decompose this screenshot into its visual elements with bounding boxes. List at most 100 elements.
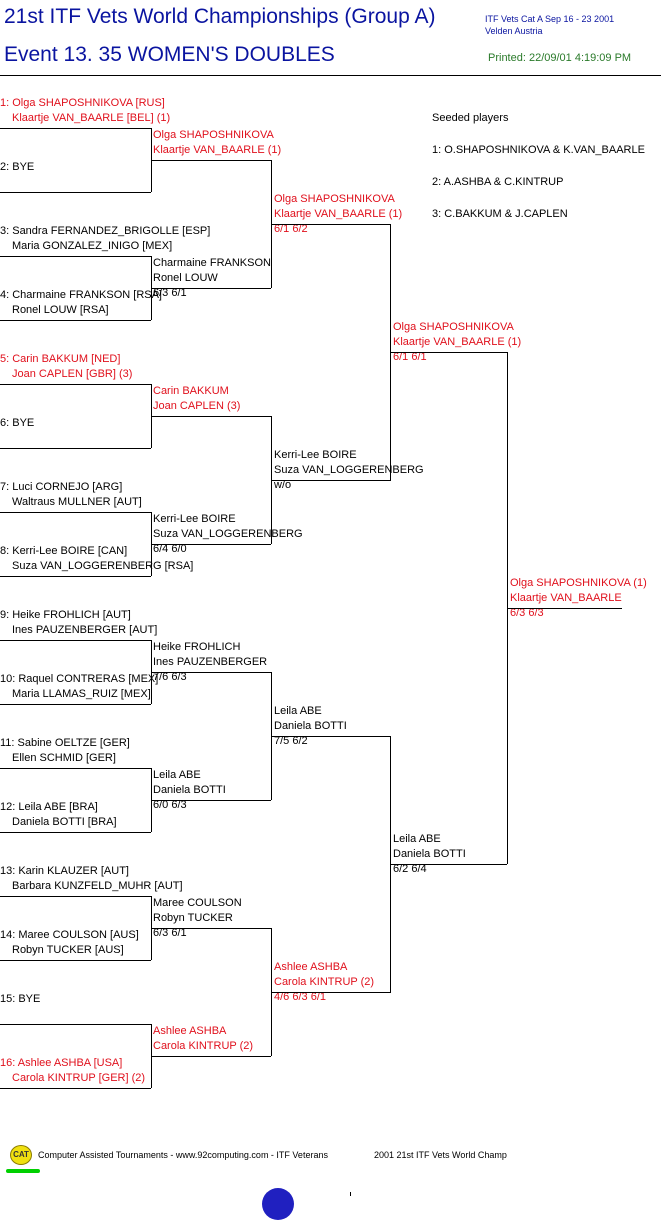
round1-entry-3-player2: Maria GONZALEZ_INIGO [MEX]: [12, 240, 173, 252]
round1-line-6: [0, 448, 151, 449]
round1-entry-15-player1: 15: BYE: [0, 993, 41, 1005]
printed-timestamp: Printed: 22/09/01 4:19:09 PM: [488, 52, 632, 64]
round1-entry-5-player2: Joan CAPLEN [GBR] (3): [12, 368, 133, 380]
round1-entry-13-player1: 13: Karin KLAUZER [AUT]: [0, 865, 129, 877]
round2-entry-5-player2: Ines PAUZENBERGER: [153, 656, 268, 668]
event-title: Event 13. 35 WOMEN'S DOUBLES: [4, 43, 335, 66]
round2-line-7: [151, 928, 271, 929]
round1-entry-16-player2: Carola KINTRUP [GER] (2): [12, 1072, 146, 1084]
round2-entry-2-player1: Charmaine FRANKSON: [153, 257, 271, 269]
round1-entry-1-player2: Klaartje VAN_BAARLE [BEL] (1): [12, 112, 171, 124]
round3-entry-3-score: 7/5 6/2: [274, 735, 308, 747]
round1-entry-14-player2: Robyn TUCKER [AUS]: [12, 944, 124, 956]
round2-entry-6-player2: Daniela BOTTI: [153, 784, 226, 796]
round2-entry-3-player1: Carin BAKKUM: [153, 385, 229, 397]
round2-line-6: [151, 800, 271, 801]
round2-entry-1-player2: Klaartje VAN_BAARLE (1): [153, 144, 282, 156]
round2-line-5: [151, 672, 271, 673]
round2-entry-7-player2: Robyn TUCKER: [153, 912, 233, 924]
round1-entry-16-player1: 16: Ashlee ASHBA [USA]: [0, 1057, 123, 1069]
round1-entry-1-player1: 1: Olga SHAPOSHNIKOVA [RUS]: [0, 97, 165, 109]
round3-line-1: [271, 224, 391, 225]
round2-entry-8-player1: Ashlee ASHBA: [153, 1025, 227, 1037]
round1-entry-8-player2: Suza VAN_LOGGERENBERG [RSA]: [12, 560, 194, 572]
round1-entry-4-player1: 4: Charmaine FRANKSON [RSA]: [0, 289, 162, 301]
header-divider: [0, 75, 661, 76]
round2-entry-4-player2: Suza VAN_LOGGERENBERG: [153, 528, 303, 540]
round2-entry-2-score: 6/3 6/1: [153, 287, 187, 299]
round1-line-13: [0, 896, 151, 897]
event-meta-line2: Velden Austria: [485, 26, 543, 36]
round1-entry-14-player1: 14: Maree COULSON [AUS]: [0, 929, 139, 941]
round3-entry-2-score: w/o: [274, 479, 292, 491]
seeds-title: Seeded players: [432, 112, 509, 124]
round3-entry-3-player2: Daniela BOTTI: [274, 720, 347, 732]
round1-line-15: [0, 1024, 151, 1025]
round2-entry-2-player2: Ronel LOUW: [153, 272, 218, 284]
round3-entry-3-player1: Leila ABE: [274, 705, 322, 717]
round2-entry-5-player1: Heike FROHLICH: [153, 641, 241, 653]
round1-entry-10-player1: 10: Raquel CONTRERAS [MEX]: [0, 673, 159, 685]
page-title: 21st ITF Vets World Championships (Group…: [4, 5, 436, 28]
logo-underline: [6, 1169, 40, 1173]
round1-entry-12-player2: Daniela BOTTI [BRA]: [12, 816, 117, 828]
final-line: [507, 608, 622, 609]
round4-line-1: [390, 352, 507, 353]
round1-line-14: [0, 960, 151, 961]
round1-entry-8-player1: 8: Kerri-Lee BOIRE [CAN]: [0, 545, 128, 557]
round3-entry-4-player2: Carola KINTRUP (2): [274, 976, 375, 988]
round1-entry-7-player2: Waltraus MULLNER [AUT]: [12, 496, 142, 508]
round1-entry-7-player1: 7: Luci CORNEJO [ARG]: [0, 481, 123, 493]
round1-line-10: [0, 704, 151, 705]
round3-entry-1-player1: Olga SHAPOSHNIKOVA: [274, 193, 395, 205]
round1-line-16: [0, 1088, 151, 1089]
footer-right: 2001 21st ITF Vets World Champ: [374, 1150, 507, 1160]
round2-entry-6-player1: Leila ABE: [153, 769, 201, 781]
round3-entry-4-player1: Ashlee ASHBA: [274, 961, 348, 973]
round2-entry-5-score: 7/6 6/3: [153, 671, 187, 683]
round4-entry-2-score: 6/2 6/4: [393, 863, 427, 875]
round2-line-8: [151, 1056, 271, 1057]
round1-line-1: [0, 128, 151, 129]
round2-entry-7-player1: Maree COULSON: [153, 897, 242, 909]
round1-entry-9-player1: 9: Heike FROHLICH [AUT]: [0, 609, 131, 621]
round1-entry-11-player2: Ellen SCHMID [GER]: [12, 752, 116, 764]
round1-line-11: [0, 768, 151, 769]
round1-entry-11-player1: 11: Sabine OELTZE [GER]: [0, 737, 130, 749]
bottom-graphic: [262, 1188, 294, 1220]
round4-entry-1-player1: Olga SHAPOSHNIKOVA: [393, 321, 514, 333]
round1-entry-10-player2: Maria LLAMAS_RUIZ [MEX]: [12, 688, 151, 700]
round3-line-3: [271, 736, 391, 737]
round1-entry-12-player1: 12: Leila ABE [BRA]: [0, 801, 98, 813]
round3-entry-4-score: 4/6 6/3 6/1: [274, 991, 326, 1003]
round1-line-9: [0, 640, 151, 641]
round2-entry-6-score: 6/0 6/3: [153, 799, 187, 811]
round1-entry-4-player2: Ronel LOUW [RSA]: [12, 304, 109, 316]
round1-entry-5-player1: 5: Carin BAKKUM [NED]: [0, 353, 121, 365]
round1-line-8: [0, 576, 151, 577]
round1-entry-9-player2: Ines PAUZENBERGER [AUT]: [12, 624, 158, 636]
round2-entry-8-player2: Carola KINTRUP (2): [153, 1040, 254, 1052]
round2-entry-4-score: 6/4 6/0: [153, 543, 187, 555]
round1-line-4: [0, 320, 151, 321]
round2-entry-3-player2: Joan CAPLEN (3): [153, 400, 241, 412]
round4-entry-1-score: 6/1 6/1: [393, 351, 427, 363]
round2-line-1: [151, 160, 271, 161]
round1-line-7: [0, 512, 151, 513]
winner-score: 6/3 6/3: [510, 607, 544, 619]
round4-entry-2-player1: Leila ABE: [393, 833, 441, 845]
round2-line-2: [151, 288, 271, 289]
seed-2: 2: A.ASHBA & C.KINTRUP: [432, 176, 564, 188]
round2-entry-4-player1: Kerri-Lee BOIRE: [153, 513, 236, 525]
footer-left: Computer Assisted Tournaments - www.92co…: [38, 1150, 328, 1160]
round3-line-2: [271, 480, 391, 481]
round1-entry-6-player1: 6: BYE: [0, 417, 35, 429]
round2-entry-7-score: 6/3 6/1: [153, 927, 187, 939]
round4-entry-1-player2: Klaartje VAN_BAARLE (1): [393, 336, 522, 348]
round1-entry-3-player1: 3: Sandra FERNANDEZ_BRIGOLLE [ESP]: [0, 225, 211, 237]
round1-line-5: [0, 384, 151, 385]
round1-line-2: [0, 192, 151, 193]
round2-line-3: [151, 416, 271, 417]
winner-player2: Klaartje VAN_BAARLE: [510, 592, 622, 604]
round4-line-2: [390, 864, 507, 865]
